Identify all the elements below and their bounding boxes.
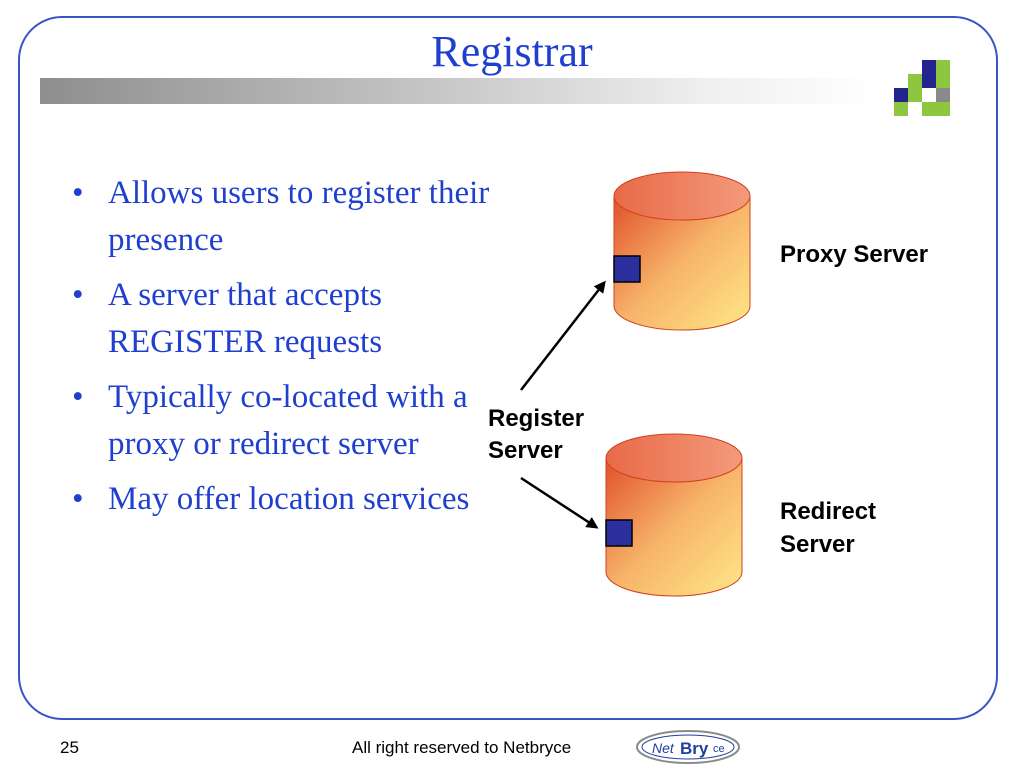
bullet-text: A server that accepts REGISTER requests — [108, 277, 383, 360]
proxy-port-square — [613, 255, 641, 283]
netbryce-logo: Net Bry ce — [636, 730, 740, 764]
arrow-to-proxy — [520, 280, 606, 391]
register-server-label-line2: Server — [488, 437, 563, 464]
redirect-server-cylinder — [605, 433, 743, 597]
bullet-item: • Allows users to register their presence — [72, 170, 522, 264]
bullet-text: Allows users to register their presence — [108, 175, 490, 258]
svg-text:ce: ce — [713, 743, 725, 755]
footer-copyright: All right reserved to Netbryce — [352, 738, 572, 757]
bullet-item: • May offer location services — [72, 476, 522, 523]
slide-title: Registrar — [431, 27, 593, 76]
register-server-label-line1: Register — [488, 405, 585, 432]
bullet-list: • Allows users to register their presence… — [72, 170, 522, 531]
bullet-text: Typically co-located with a proxy or red… — [108, 379, 468, 462]
proxy-server-cylinder — [613, 171, 751, 331]
decorative-squares-icon — [894, 60, 950, 116]
bullet-dot: • — [72, 277, 84, 313]
proxy-server-label: Proxy Server — [780, 241, 929, 268]
bullet-item: • A server that accepts REGISTER requests — [72, 272, 522, 366]
slide-number: 25 — [60, 738, 79, 757]
svg-text:Bry: Bry — [680, 739, 709, 758]
bullet-dot: • — [72, 175, 84, 211]
bullet-text: May offer location services — [108, 481, 470, 517]
svg-text:Net: Net — [652, 740, 675, 756]
bullet-dot: • — [72, 481, 84, 517]
slide-frame — [18, 16, 998, 720]
redirect-server-label-line2: Server — [780, 531, 855, 558]
redirect-port-square — [605, 519, 633, 547]
title-underline-bar — [40, 78, 880, 104]
redirect-server-label-line1: Redirect — [780, 498, 877, 525]
bullet-item: • Typically co-located with a proxy or re… — [72, 374, 522, 468]
arrow-to-redirect — [520, 476, 599, 529]
bullet-dot: • — [72, 379, 84, 415]
